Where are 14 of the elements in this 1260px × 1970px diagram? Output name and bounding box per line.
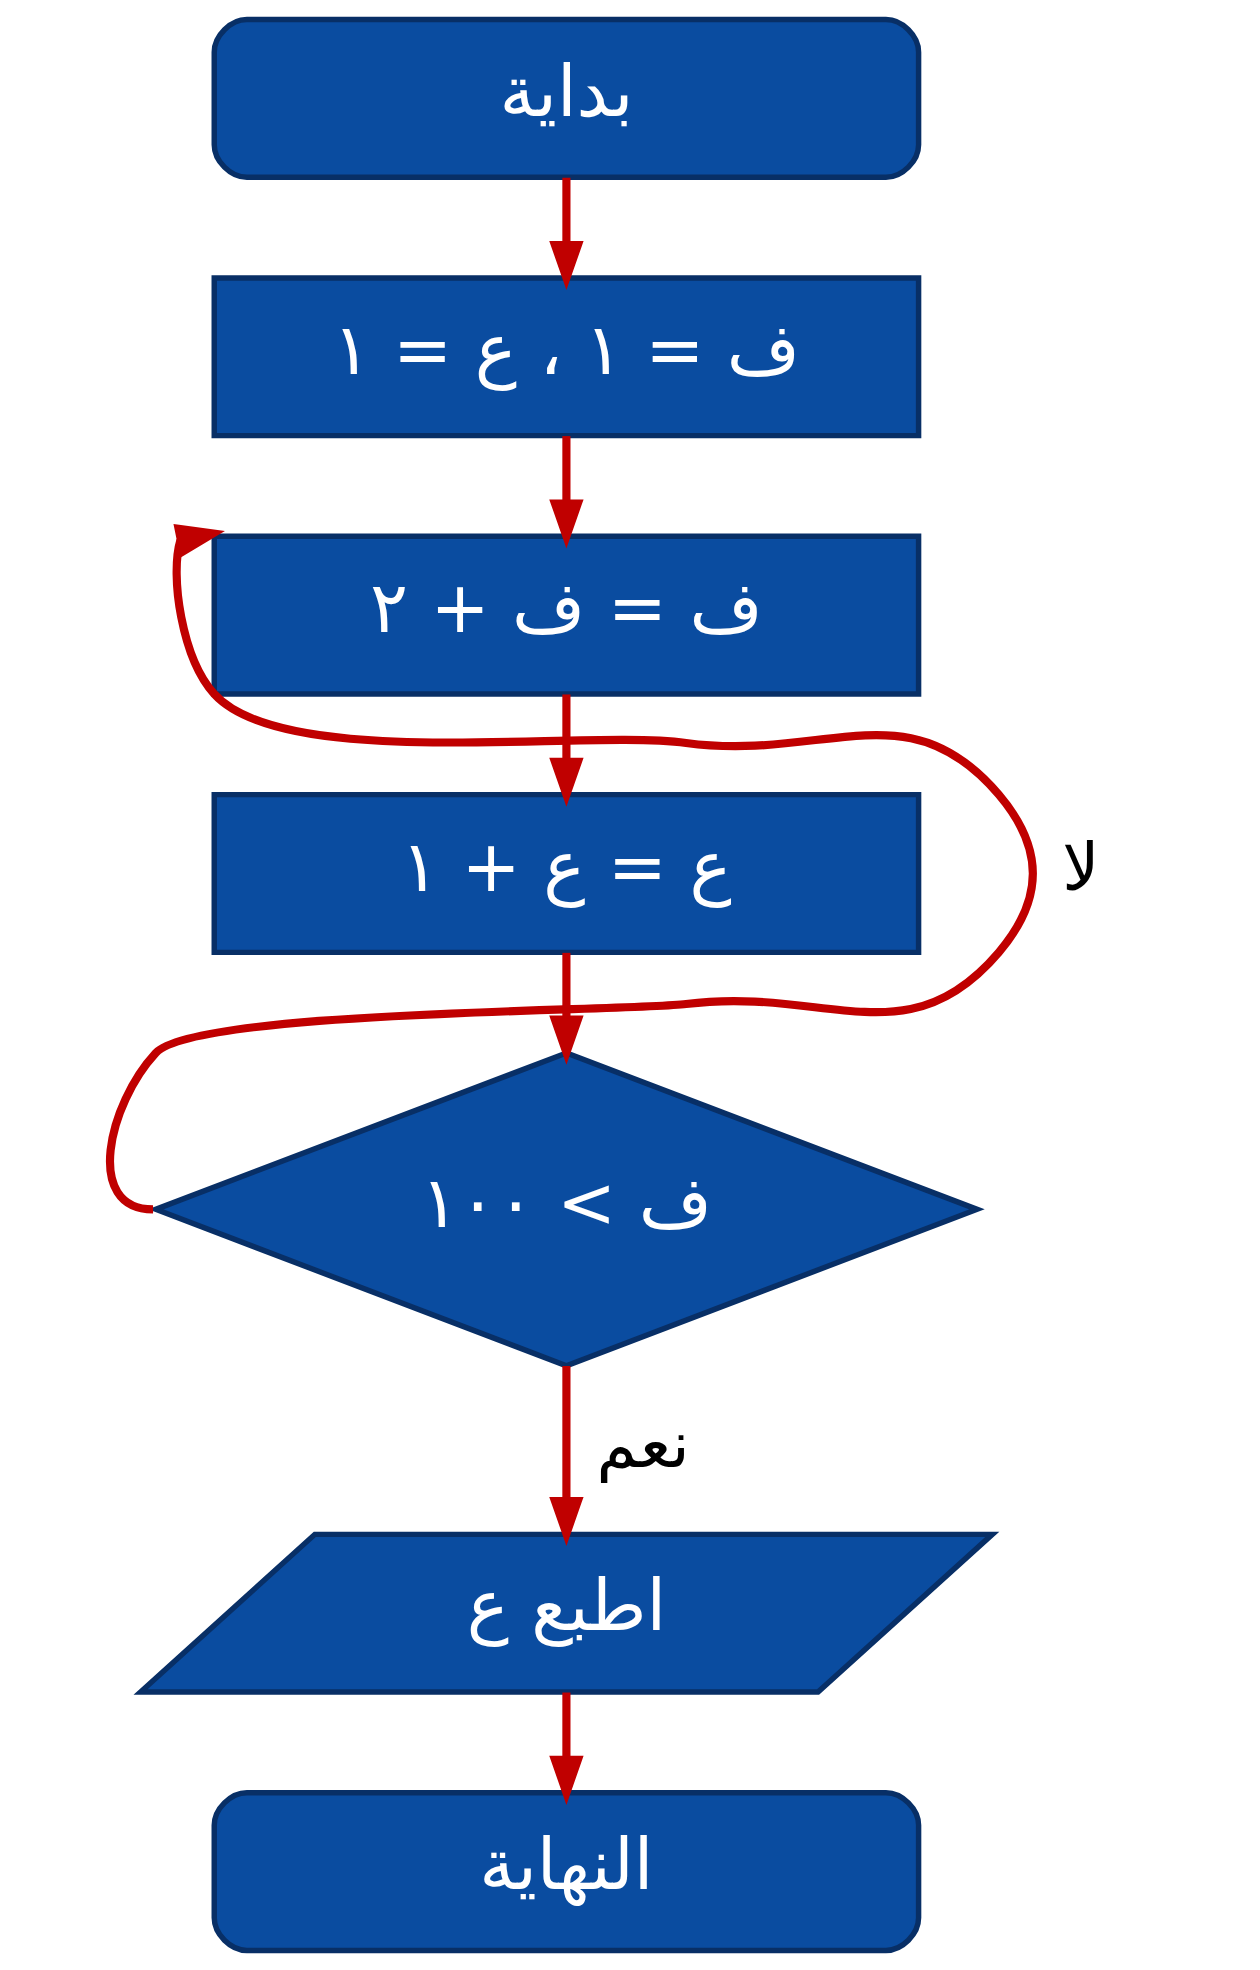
arrow <box>106 524 1037 1214</box>
node-box: بداية <box>211 16 922 180</box>
arrow <box>549 952 584 1065</box>
node-box: النهاية <box>211 1790 922 1954</box>
arrow <box>549 1366 584 1546</box>
edge-label: لا <box>1062 829 1100 906</box>
arrow <box>549 694 584 807</box>
arrow <box>549 436 584 549</box>
node-box: ف = ١ ، ع = ١ <box>211 275 922 439</box>
node-box: ع = ع + ١ <box>211 791 922 956</box>
arrow <box>549 1692 584 1805</box>
node-box: ف = ف + ٢ <box>211 533 922 697</box>
edge-label: نعم <box>596 1405 690 1482</box>
arrow <box>549 177 584 291</box>
